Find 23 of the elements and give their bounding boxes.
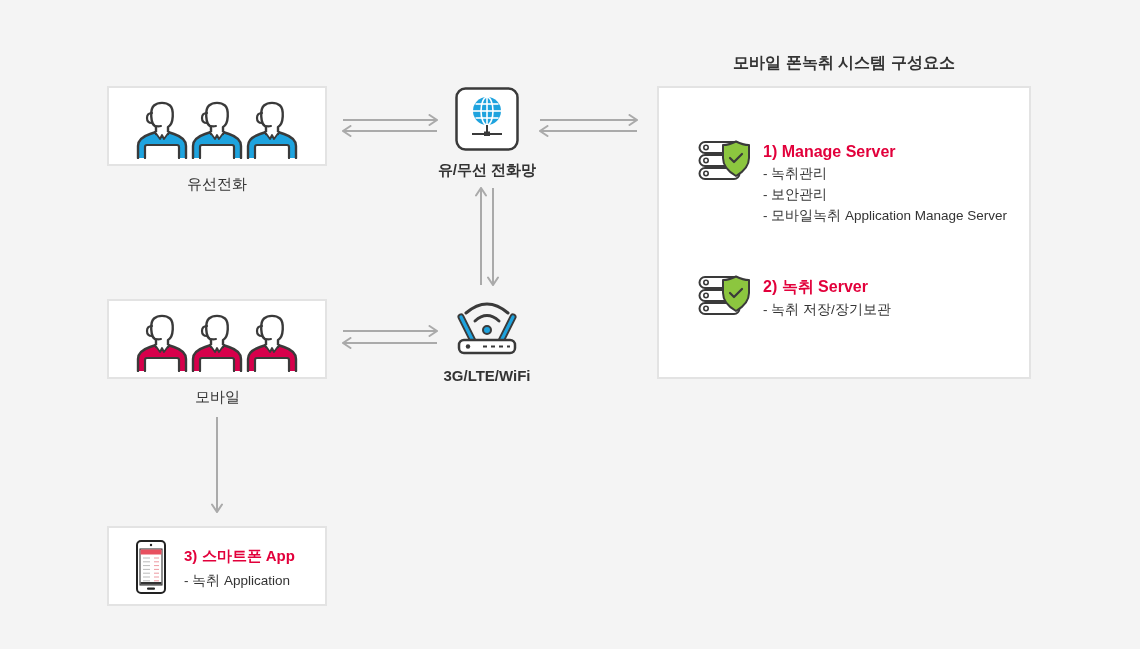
arrow [211,416,223,513]
arrow [475,187,487,286]
node-label: 유선전화 [187,174,247,194]
panel-heading: 모바일 폰녹취 시스템 구성요소 [733,53,955,73]
arrow [342,337,438,349]
arrow [342,114,438,126]
arrow [342,325,438,337]
list-item: - 보안관리 [763,186,828,204]
app-box [107,526,327,606]
arrow [539,125,638,137]
list-item: - 녹취관리 [763,165,828,183]
arrow [342,125,438,137]
node-label: 유/무선 전화망 [437,160,537,180]
item-title: 3) 스마트폰 App [184,546,295,566]
arrow [539,114,638,126]
arrow [487,187,499,286]
list-item: - 녹취 저장/장기보관 [763,301,891,319]
list-item: - 녹취 Application [184,572,291,590]
item-title: 1) Manage Server [763,142,896,162]
node-label: 3G/LTE/WiFi [443,366,531,386]
node-label: 모바일 [194,387,240,407]
list-item: - 모바일녹취 Application Manage Server [763,207,1008,225]
item-title: 2) 녹취 Server [763,277,868,297]
